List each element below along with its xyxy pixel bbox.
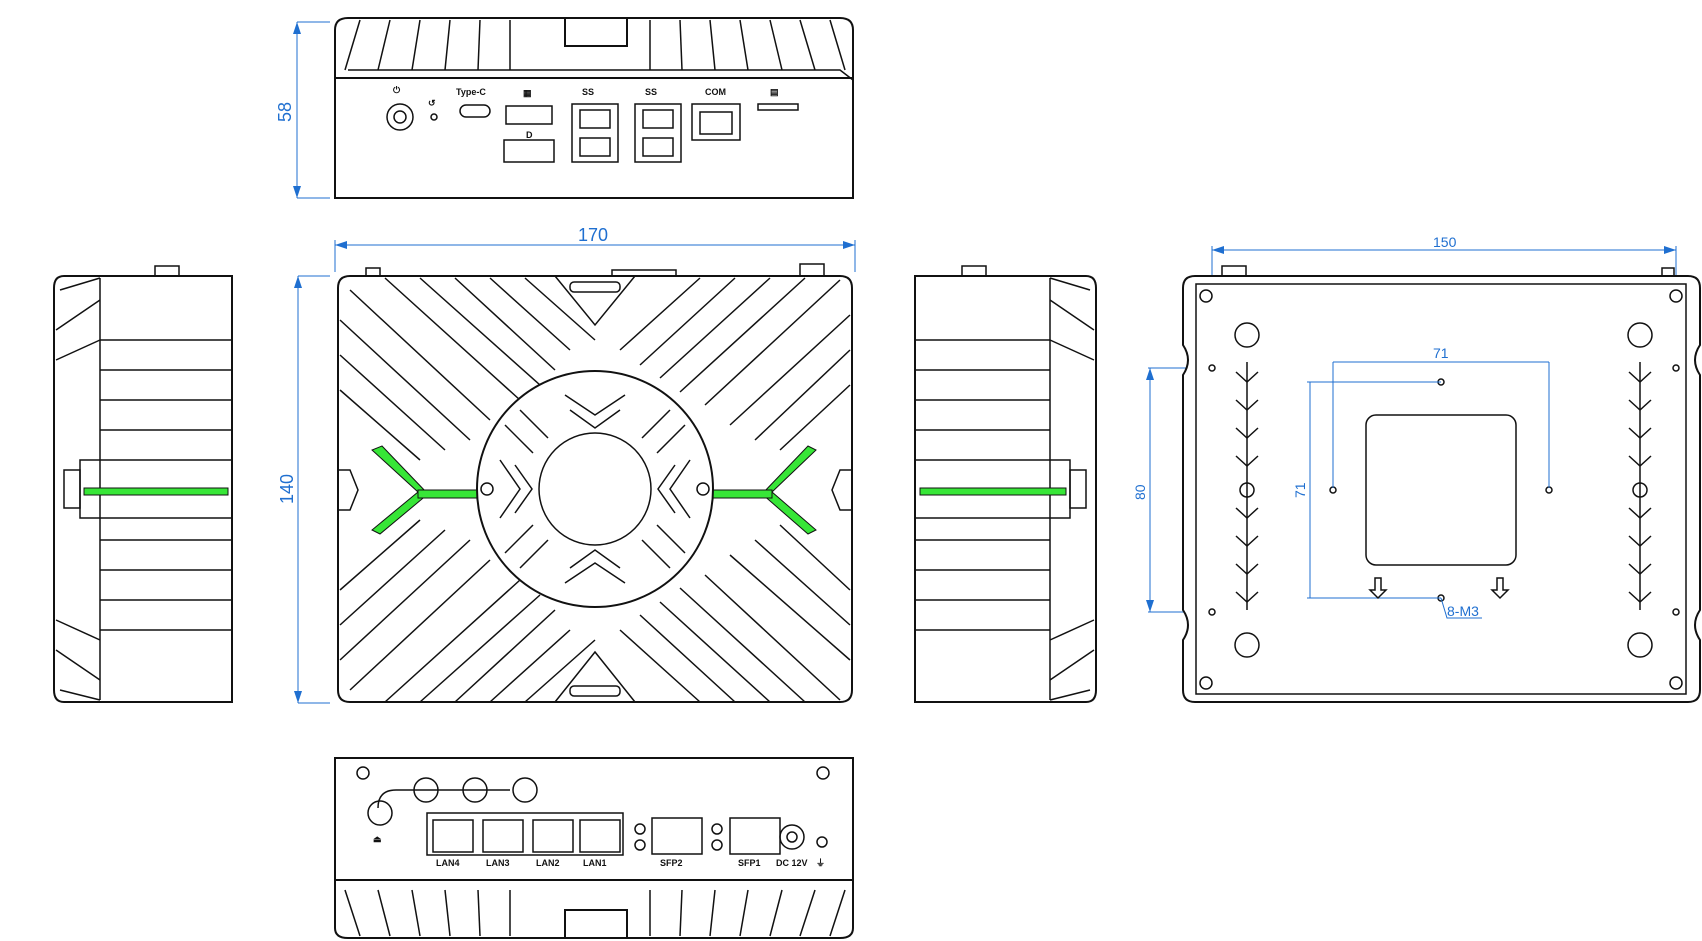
- dim-bottom-height: 80: [1132, 484, 1148, 500]
- label-lan1: LAN1: [583, 858, 607, 868]
- label-sfp2: SFP2: [660, 858, 683, 868]
- dim-top-height: 140: [277, 474, 297, 504]
- dim-vesa-height: 71: [1292, 482, 1308, 498]
- front-view: ⏻ ↺ Type-C ▦ D SS SS COM ▤ 58: [275, 17, 854, 199]
- screw-spec: 8-M3: [1447, 603, 1479, 619]
- label-lan4: LAN4: [436, 858, 460, 868]
- svg-text:D: D: [526, 130, 533, 140]
- dim-front-height: 58: [275, 102, 295, 122]
- top-view: 170 140: [277, 225, 856, 704]
- svg-text:⏚: ⏚: [816, 858, 825, 868]
- label-com: COM: [705, 87, 726, 97]
- label-sfp1: SFP1: [738, 858, 761, 868]
- dim-vesa-width: 71: [1433, 345, 1449, 361]
- dim-bottom-width: 150: [1433, 234, 1457, 250]
- svg-text:SS: SS: [645, 87, 657, 97]
- label-lan2: LAN2: [536, 858, 560, 868]
- label-dc: DC 12V: [776, 858, 808, 868]
- svg-text:SS: SS: [582, 87, 594, 97]
- label-type-c: Type-C: [456, 87, 486, 97]
- svg-text:⏏: ⏏: [373, 834, 382, 844]
- label-lan3: LAN3: [486, 858, 510, 868]
- right-side-view: [914, 265, 1097, 703]
- dim-top-width: 170: [578, 225, 608, 245]
- left-side-view: [53, 265, 233, 703]
- svg-text:▦: ▦: [523, 88, 532, 98]
- bottom-view: 150 80: [1132, 234, 1701, 703]
- svg-text:↺: ↺: [428, 98, 436, 108]
- svg-text:▤: ▤: [770, 87, 779, 97]
- rear-view: ⏏ LAN4 LAN3 LAN2 LAN1 SFP2 SFP1 DC 12V ⏚: [334, 757, 854, 939]
- svg-text:⏻: ⏻: [393, 85, 401, 95]
